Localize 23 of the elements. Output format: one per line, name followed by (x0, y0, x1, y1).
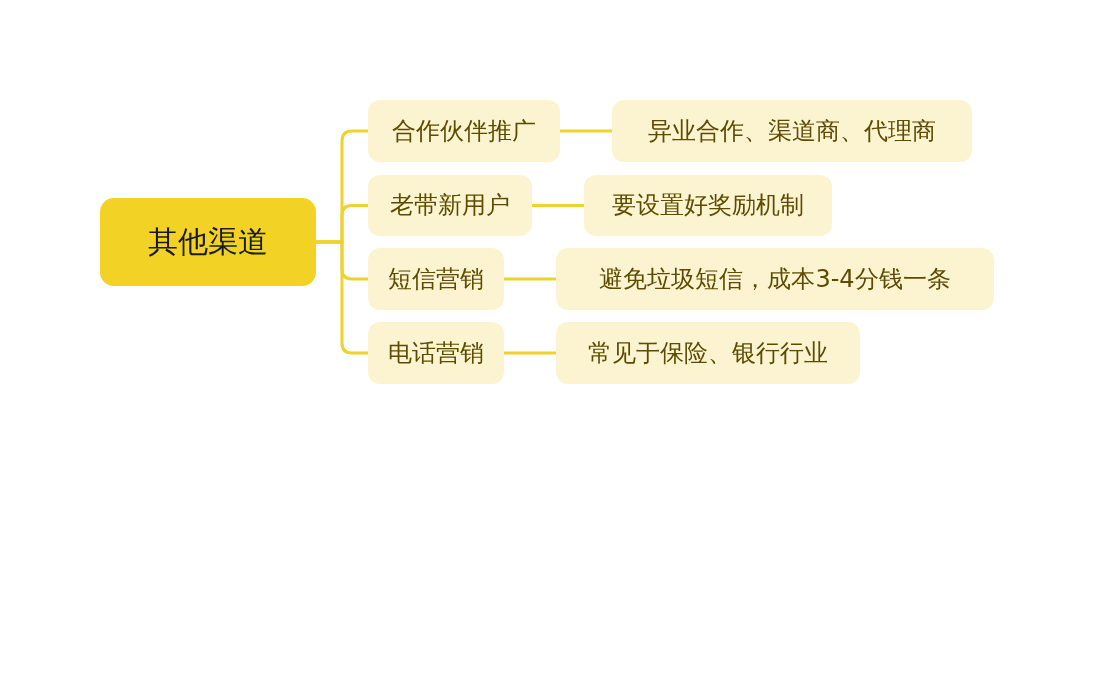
connector-line (560, 129, 612, 133)
topic-box (368, 248, 504, 310)
topic-label: 老带新用户 (390, 191, 510, 220)
subtopic-box (556, 248, 994, 310)
connector-line (532, 204, 584, 207)
subtopic-label: 常见于保险、银行行业 (588, 338, 828, 368)
topic-label: 电话营销 (388, 338, 484, 368)
connector-line (504, 351, 556, 355)
subtopic-box (612, 100, 972, 162)
topic-label: 短信营销 (388, 264, 484, 294)
subtopic-box (584, 175, 832, 236)
topic-box (368, 175, 532, 236)
subtopic-label: 异业合作、渠道商、代理商 (648, 116, 936, 146)
topic-label: 合作伙伴推广 (392, 116, 536, 146)
root-topic-label: 其他渠道 (148, 224, 268, 260)
root-topic-box (100, 198, 316, 286)
connector-line (504, 277, 556, 281)
topic-box (368, 100, 560, 162)
topic-box (368, 322, 504, 384)
connector-line (316, 240, 368, 355)
subtopic-label: 要设置好奖励机制 (612, 191, 804, 220)
subtopic-box (556, 322, 860, 384)
subtopic-label: 避免垃圾短信，成本3-4分钱一条 (599, 264, 951, 294)
